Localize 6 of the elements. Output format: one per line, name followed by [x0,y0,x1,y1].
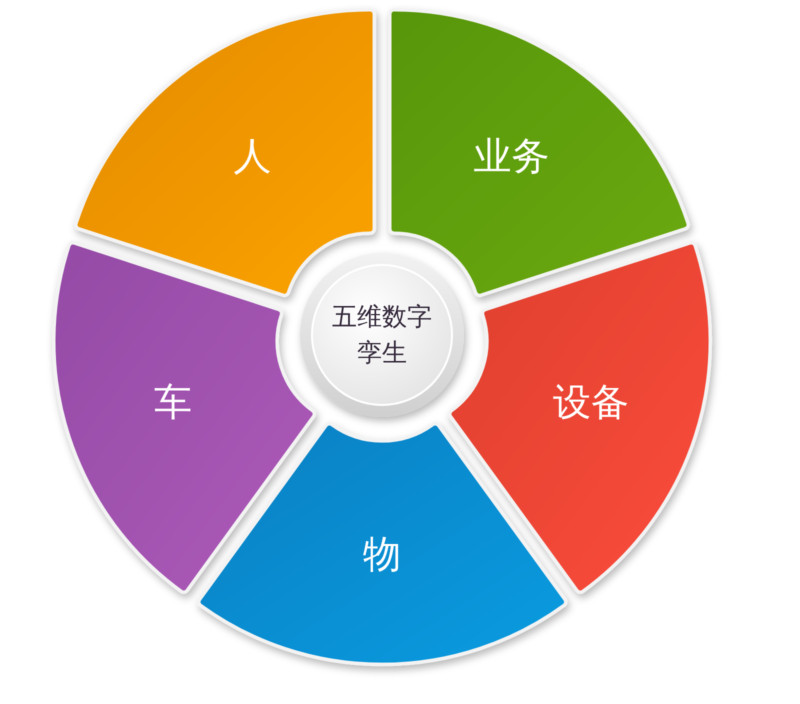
segment-label: 人 [234,136,272,178]
hub-label: 五维数字孪生 [331,300,433,369]
segment-label: 业务 [473,136,550,178]
segment-label: 设备 [553,382,630,424]
segment-label: 物 [362,534,401,576]
segment-label: 车 [154,382,192,424]
